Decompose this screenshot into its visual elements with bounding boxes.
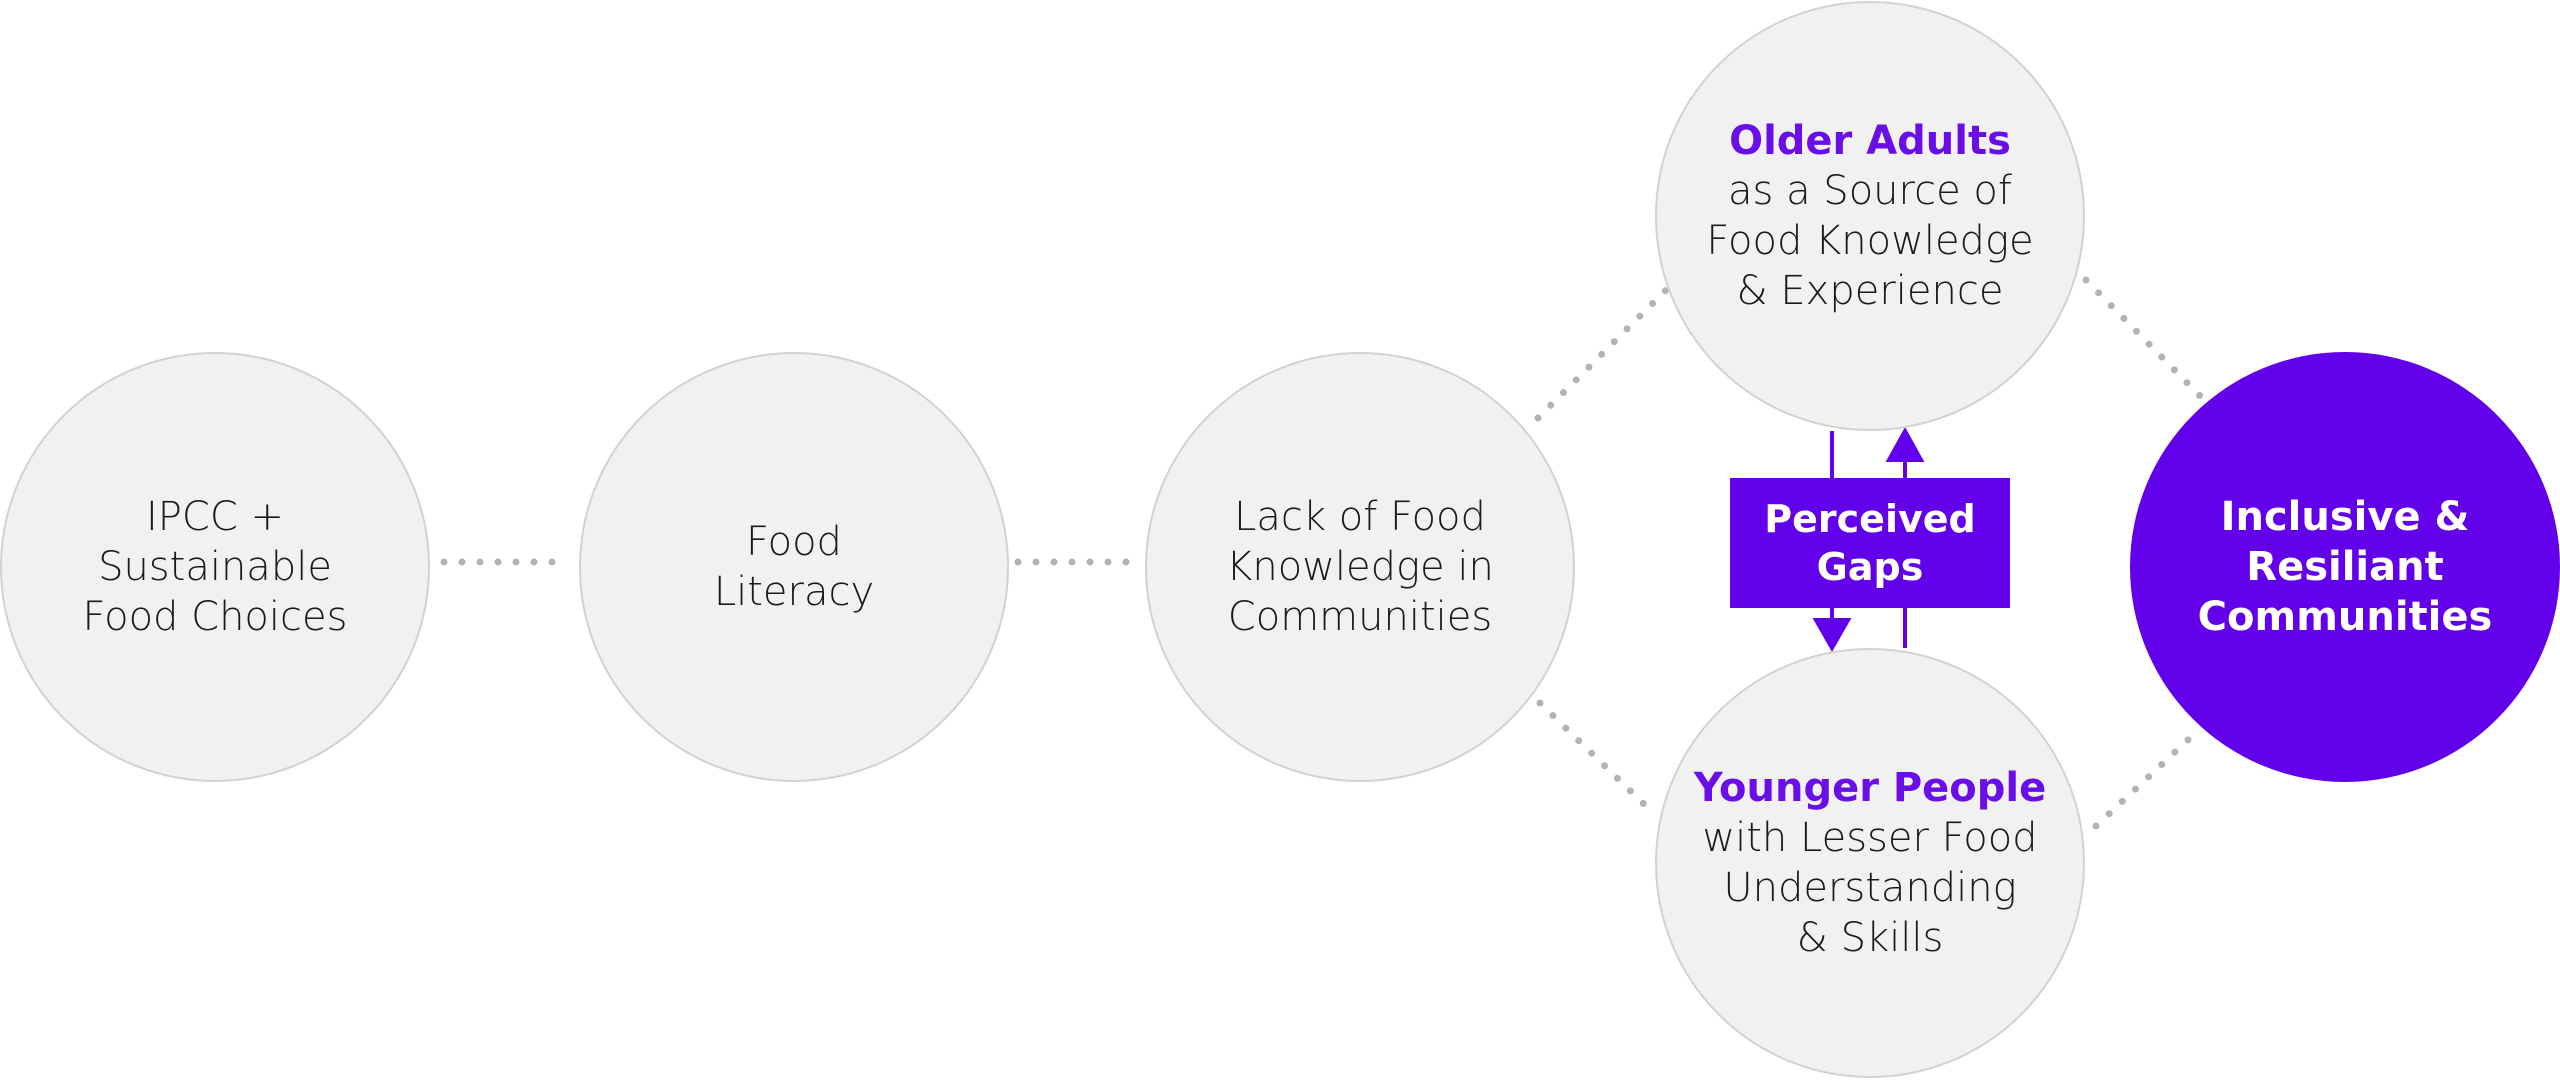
node-text-line: Literacy — [713, 569, 875, 615]
node-text-line: with Lesser Food — [1702, 815, 2038, 861]
node-lack-of-food-knowledge: Lack of Food Knowledge in Communities — [1145, 352, 1575, 782]
node-text-line: Communities — [2197, 594, 2493, 640]
arrow-down-head — [1812, 618, 1852, 653]
gap-box-text-line: Gaps — [1816, 545, 1924, 589]
node-text-line: Communities — [1227, 594, 1493, 640]
node-text-line: Lack of Food — [1234, 494, 1486, 540]
node-food-literacy: Food Literacy — [579, 352, 1009, 782]
node-text-line: Understanding — [1723, 865, 2017, 911]
connector-younger-people-to-inclusive — [2092, 734, 2194, 830]
node-text-line: Knowledge in — [1226, 544, 1494, 590]
connector-lack-knowledge-to-older-adults — [1534, 286, 1670, 422]
gap-box-text-line: Perceived — [1764, 497, 1976, 541]
connector-older-adults-to-inclusive — [2082, 276, 2206, 402]
node-text-line: Food Choices — [82, 594, 348, 640]
node-text-line: Inclusive & — [2220, 494, 2470, 540]
node-heading: Older Adults — [1729, 118, 2011, 164]
node-ipcc-sustainable-food-choices: IPCC + Sustainable Food Choices — [0, 352, 430, 782]
node-older-adults: Older Adults as a Source of Food Knowled… — [1655, 1, 2085, 431]
connector-lack-knowledge-to-younger-people — [1536, 699, 1654, 814]
node-text-line: & Experience — [1736, 268, 2004, 314]
node-text-line: Resiliant — [2246, 544, 2444, 590]
perceived-gaps-box: Perceived Gaps — [1730, 478, 2010, 608]
node-text-line: Sustainable — [98, 544, 332, 590]
node-text-line: as a Source of — [1728, 168, 2012, 214]
node-text-line: & Skills — [1796, 915, 1944, 961]
node-inclusive-resiliant-communities: Inclusive & Resiliant Communities — [2130, 352, 2560, 782]
node-younger-people: Younger People with Lesser Food Understa… — [1655, 648, 2085, 1078]
node-text-line: Food Knowledge — [1706, 218, 2034, 264]
arrow-up-head — [1885, 426, 1925, 462]
node-heading: Younger People — [1693, 765, 2047, 811]
node-text-line: Food — [746, 519, 842, 565]
node-text-line: IPCC + — [145, 494, 284, 540]
